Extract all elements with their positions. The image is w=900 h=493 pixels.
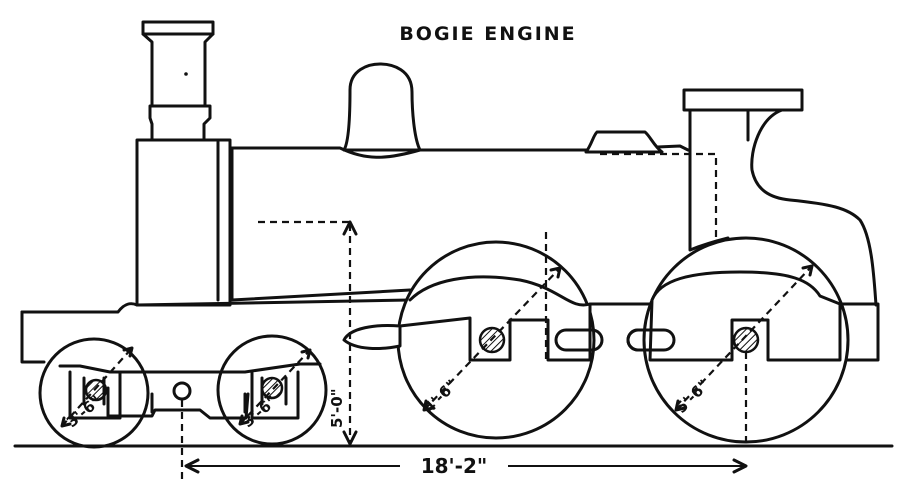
bogie-pivot xyxy=(172,381,192,401)
safety-valve xyxy=(584,130,664,154)
boiler-height-dimension: 5'-0" xyxy=(328,388,346,428)
steam-dome xyxy=(342,62,422,152)
bogie-wheel-right xyxy=(216,334,328,446)
driving-wheel-rear xyxy=(626,236,850,446)
driving-wheel-front xyxy=(342,232,596,440)
wheelbase-line xyxy=(180,400,748,484)
wheelbase-dimension: 18'-2" xyxy=(421,454,488,478)
bogie-wheel-left xyxy=(38,337,150,449)
diagram-title: BOGIE ENGINE xyxy=(399,23,576,45)
frame xyxy=(20,298,880,364)
smokebox xyxy=(135,138,234,307)
boiler-height-line xyxy=(342,220,358,446)
chimney xyxy=(141,20,215,142)
